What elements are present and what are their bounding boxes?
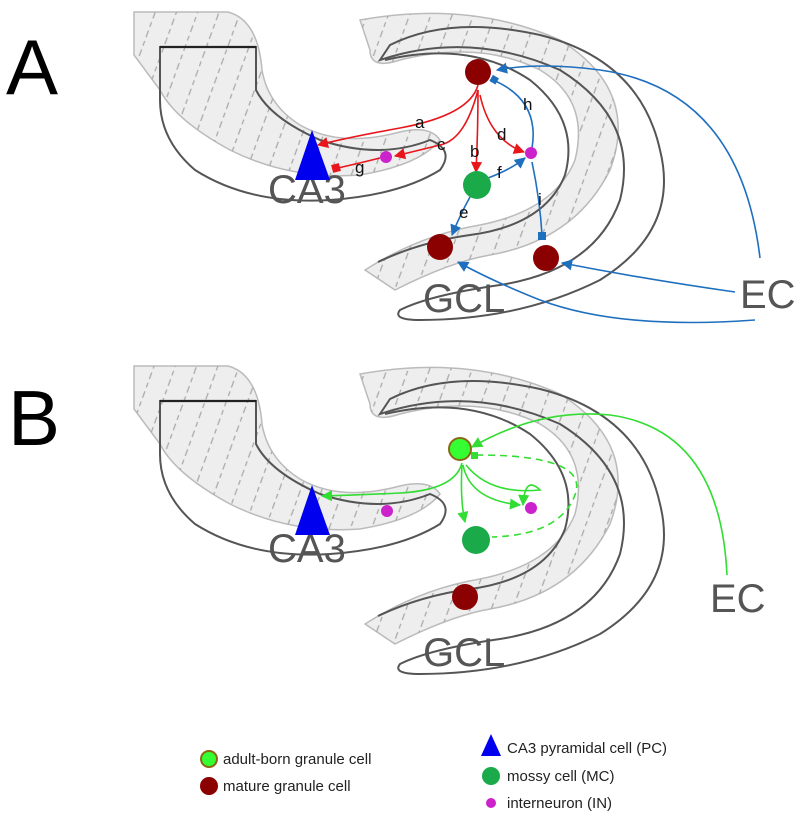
legend-item-mossy: mossy cell (MC) bbox=[482, 767, 615, 785]
connection-label-a: a bbox=[415, 113, 425, 132]
panel-a: A CA3 GCL EC bbox=[6, 11, 796, 324]
gcl-label: GCL bbox=[423, 277, 505, 321]
connection-label-h: h bbox=[523, 95, 532, 114]
interneuron bbox=[380, 151, 392, 163]
legend-item-adult-born: adult-born granule cell bbox=[200, 750, 371, 768]
interneuron bbox=[525, 147, 537, 159]
mature-granule-cell bbox=[452, 584, 478, 610]
panel-b-letter: B bbox=[8, 374, 60, 462]
legend-item-interneuron: interneuron (IN) bbox=[486, 795, 612, 812]
gcl-label: GCL bbox=[423, 631, 505, 675]
legend-label-mossy: mossy cell (MC) bbox=[507, 768, 615, 785]
connection-label-e: e bbox=[459, 203, 468, 222]
gcl-outer-outline bbox=[377, 26, 665, 322]
legend-label-adult-born: adult-born granule cell bbox=[223, 751, 371, 768]
mature-granule-cell bbox=[427, 234, 453, 260]
legend-label-interneuron: interneuron (IN) bbox=[507, 795, 612, 812]
legend-label-mature: mature granule cell bbox=[223, 778, 351, 795]
mossy-swatch bbox=[482, 767, 500, 785]
legend: adult-born granule cell mature granule c… bbox=[200, 734, 667, 812]
mature-granule-cell bbox=[465, 59, 491, 85]
gcl-inner-outline bbox=[377, 406, 570, 617]
mature-granule-cell bbox=[533, 245, 559, 271]
interneuron bbox=[525, 502, 537, 514]
adult-born-granule-cell bbox=[448, 437, 472, 461]
ca3-band bbox=[133, 11, 441, 177]
ca3-pyramidal-cell bbox=[295, 130, 330, 180]
connection-label-d: d bbox=[497, 125, 506, 144]
interneuron-swatch bbox=[486, 798, 496, 808]
ca3-pyramidal-cell bbox=[295, 485, 330, 535]
pyramidal-swatch bbox=[481, 734, 501, 756]
mature-swatch bbox=[200, 777, 218, 795]
ec-label: EC bbox=[740, 273, 796, 317]
panel-a-letter: A bbox=[6, 23, 58, 111]
gcl-outer-outline bbox=[377, 380, 665, 676]
interneuron bbox=[381, 505, 393, 517]
adult-born-projections bbox=[320, 413, 728, 576]
ca3-outline bbox=[159, 400, 447, 556]
legend-label-pyramidal: CA3 pyramidal cell (PC) bbox=[507, 740, 667, 757]
legend-item-pyramidal: CA3 pyramidal cell (PC) bbox=[481, 734, 667, 757]
connection-label-g: g bbox=[355, 158, 364, 177]
ec-label: EC bbox=[710, 577, 766, 621]
adult-born-swatch bbox=[200, 750, 218, 768]
connection-label-b: b bbox=[470, 142, 479, 161]
granule-projections bbox=[316, 84, 526, 174]
connection-label-i: i bbox=[538, 190, 542, 209]
connection-label-c: c bbox=[437, 135, 446, 154]
gcl-inner-outline bbox=[377, 52, 570, 263]
connection-labels: a b c d e f g h i bbox=[355, 95, 542, 222]
mossy-cell bbox=[463, 171, 491, 199]
connection-label-f: f bbox=[497, 163, 502, 182]
legend-item-mature: mature granule cell bbox=[200, 777, 351, 795]
panel-b: B CA3 GCL EC bbox=[8, 365, 766, 676]
mossy-cell bbox=[462, 526, 490, 554]
ec-projections bbox=[450, 62, 761, 324]
